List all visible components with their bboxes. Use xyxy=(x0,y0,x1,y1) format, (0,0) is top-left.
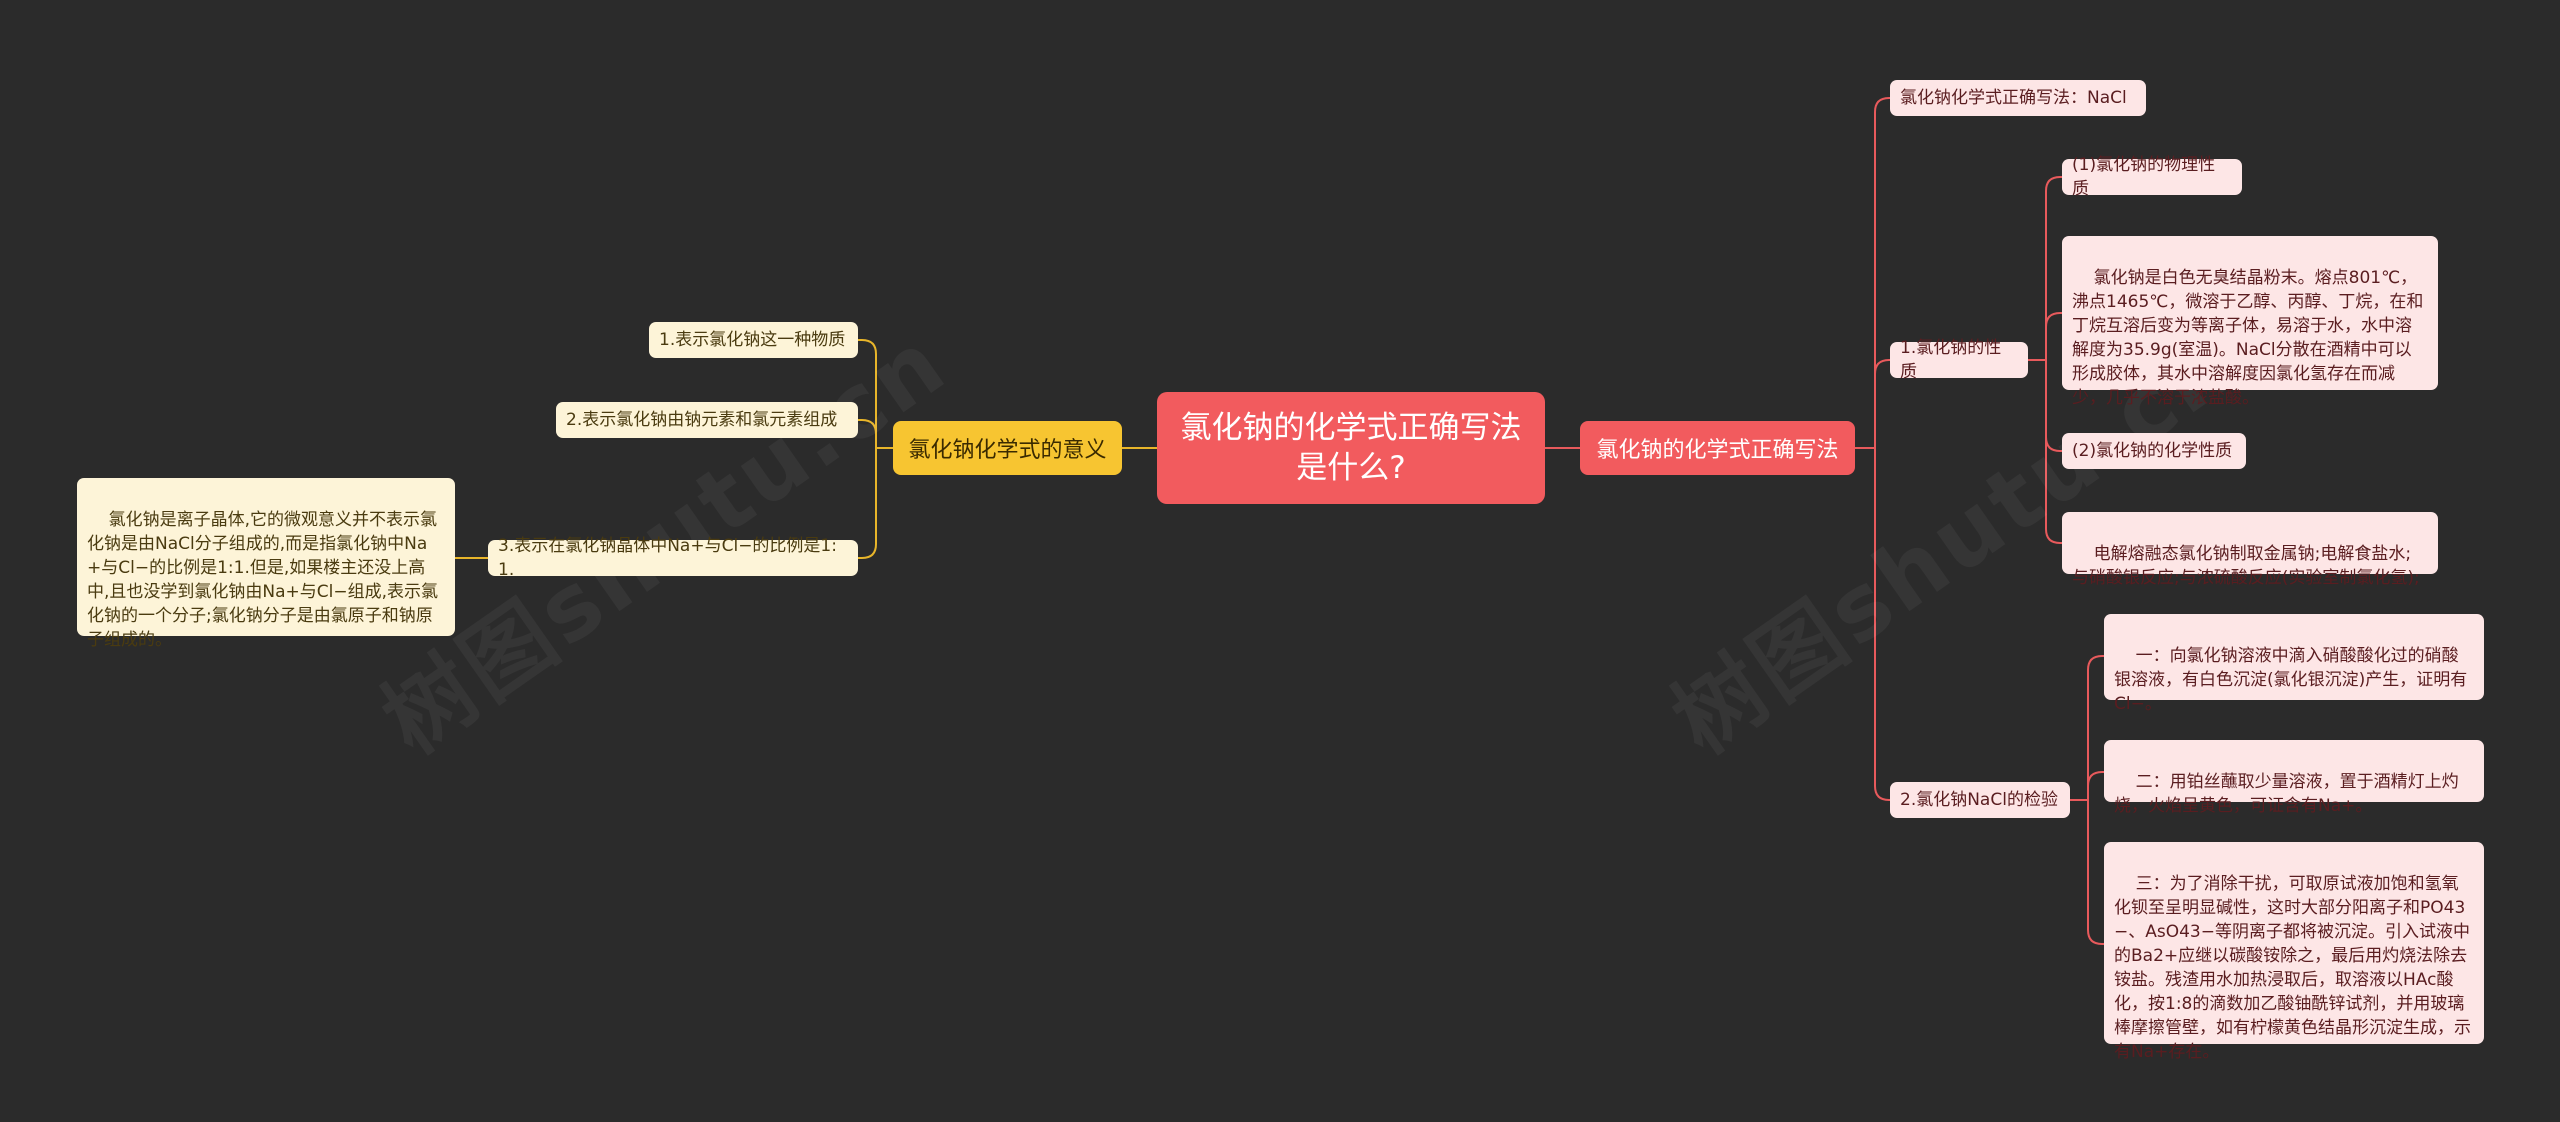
test-step-2[interactable]: 二：用铂丝蘸取少量溶液，置于酒精灯上灼烧，火焰呈黄色，可证含有Na+。 xyxy=(2104,740,2484,816)
root-title: 氯化钠的化学式正确写法是什么? xyxy=(1180,410,1522,486)
link-prop-2 xyxy=(2045,312,2062,360)
chemical-properties-title[interactable]: (2)氯化钠的化学性质 xyxy=(2062,433,2246,469)
link-test-1 xyxy=(2087,655,2104,800)
chemical-properties-text[interactable]: 电解熔融态氯化钠制取金属钠;电解食盐水;与硝酸银反应;与浓硫酸反应(实验室制氯化… xyxy=(2062,512,2438,588)
link-left-3 xyxy=(858,448,877,559)
properties-node[interactable]: 1.氯化钠的性质 xyxy=(1890,338,2028,382)
tests-label: 2.氯化钠NaCl的检验 xyxy=(1900,790,2058,810)
physical-properties-title[interactable]: (1)氯化钠的物理性质 xyxy=(2062,155,2242,199)
link-prop-4 xyxy=(2045,360,2062,544)
link-prop-1 xyxy=(2045,176,2062,360)
link-test-2 xyxy=(2087,771,2104,800)
branch-correct-writing-label: 氯化钠的化学式正确写法 xyxy=(1596,438,1839,463)
branch-correct-writing[interactable]: 氯化钠的化学式正确写法 xyxy=(1580,421,1855,475)
physical-text: 氯化钠是白色无臭结晶粉末。熔点801℃，沸点1465℃，微溶于乙醇、丙醇、丁烷，… xyxy=(2072,268,2424,408)
formula-text: 氯化钠化学式正确写法：NaCl xyxy=(1900,88,2127,108)
meaning-item-3[interactable]: 3.表示在氯化钠晶体中Na+与Cl−的比例是1:1. xyxy=(488,536,858,580)
physical-properties-text[interactable]: 氯化钠是白色无臭结晶粉末。熔点801℃，沸点1465℃，微溶于乙醇、丙醇、丁烷，… xyxy=(2062,236,2438,408)
test-step-1[interactable]: 一：向氯化钠溶液中滴入硝酸酸化过的硝酸银溶液，有白色沉淀(氯化银沉淀)产生，证明… xyxy=(2104,614,2484,714)
meaning-item-2-text: 2.表示氯化钠由钠元素和氯元素组成 xyxy=(566,410,838,430)
meaning-note-text: 氯化钠是离子晶体,它的微观意义并不表示氯化钠是由NaCl分子组成的,而是指氯化钠… xyxy=(87,510,439,650)
chemical-title-text: (2)氯化钠的化学性质 xyxy=(2072,441,2233,461)
meaning-item-1-text: 1.表示氯化钠这一种物质 xyxy=(659,330,846,350)
root-node[interactable]: 氯化钠的化学式正确写法是什么? xyxy=(1157,392,1545,504)
formula-node[interactable]: 氯化钠化学式正确写法：NaCl xyxy=(1890,80,2146,116)
link-right-properties xyxy=(1874,359,1890,440)
link-right-tests xyxy=(1874,440,1890,801)
link-left-1 xyxy=(858,339,877,448)
chemical-text: 电解熔融态氯化钠制取金属钠;电解食盐水;与硝酸银反应;与浓硫酸反应(实验室制氯化… xyxy=(2072,544,2420,588)
test-step-1-text: 一：向氯化钠溶液中滴入硝酸酸化过的硝酸银溶液，有白色沉淀(氯化银沉淀)产生，证明… xyxy=(2114,646,2468,714)
link-left-2 xyxy=(858,419,877,448)
physical-title-text: (1)氯化钠的物理性质 xyxy=(2072,155,2216,199)
link-test-3 xyxy=(2087,800,2104,945)
test-step-3-text: 三：为了消除干扰，可取原试液加饱和氢氧化钡至呈明显碱性，这时大部分阳离子和PO4… xyxy=(2114,874,2471,1062)
meaning-item-3-text: 3.表示在氯化钠晶体中Na+与Cl−的比例是1:1. xyxy=(498,536,837,580)
properties-label: 1.氯化钠的性质 xyxy=(1900,338,2002,382)
link-right-formula xyxy=(1855,97,1890,449)
branch-meaning-label: 氯化钠化学式的意义 xyxy=(908,438,1107,463)
branch-meaning[interactable]: 氯化钠化学式的意义 xyxy=(893,421,1122,475)
tests-node[interactable]: 2.氯化钠NaCl的检验 xyxy=(1890,782,2070,818)
meaning-item-3-note[interactable]: 氯化钠是离子晶体,它的微观意义并不表示氯化钠是由NaCl分子组成的,而是指氯化钠… xyxy=(77,478,455,650)
meaning-item-1[interactable]: 1.表示氯化钠这一种物质 xyxy=(649,322,858,358)
meaning-item-2[interactable]: 2.表示氯化钠由钠元素和氯元素组成 xyxy=(556,402,858,438)
test-step-2-text: 二：用铂丝蘸取少量溶液，置于酒精灯上灼烧，火焰呈黄色，可证含有Na+。 xyxy=(2114,772,2459,816)
test-step-3[interactable]: 三：为了消除干扰，可取原试液加饱和氢氧化钡至呈明显碱性，这时大部分阳离子和PO4… xyxy=(2104,842,2484,1062)
